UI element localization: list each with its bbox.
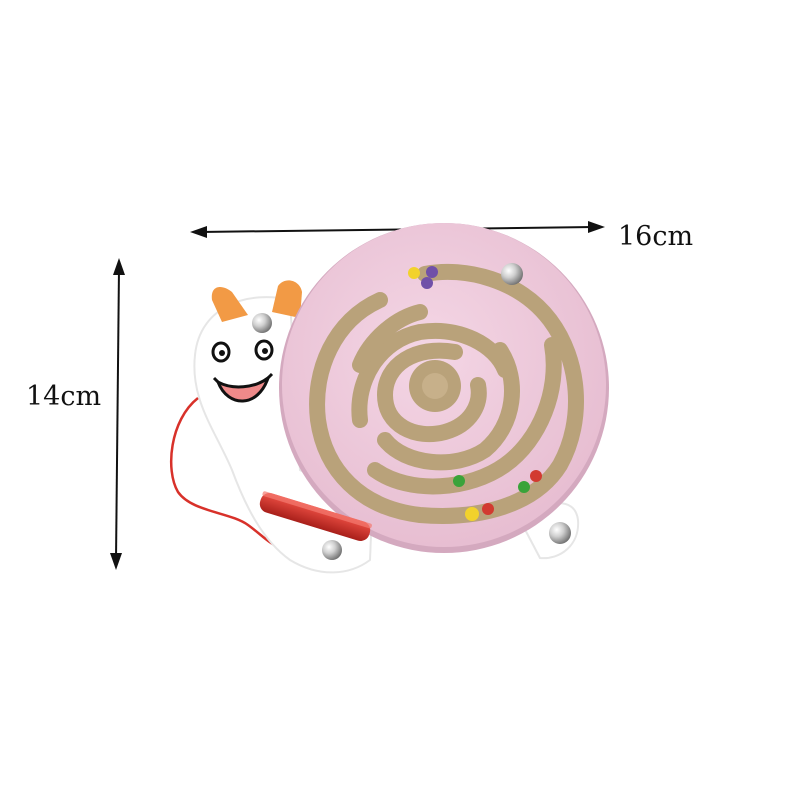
bead-green bbox=[518, 481, 530, 493]
bead-purple bbox=[421, 277, 433, 289]
snail-face bbox=[211, 339, 274, 403]
bead-green bbox=[453, 475, 465, 487]
width-dimension-label: 16cm bbox=[618, 221, 694, 252]
maze-beads bbox=[408, 266, 542, 521]
maze-board bbox=[279, 223, 609, 553]
bead-yellow bbox=[465, 507, 479, 521]
metal-stud bbox=[549, 522, 571, 544]
bead-red bbox=[482, 503, 494, 515]
metal-stud bbox=[252, 313, 272, 333]
metal-stud bbox=[322, 540, 342, 560]
snail-antennae bbox=[211, 280, 302, 322]
bead-purple bbox=[426, 266, 438, 278]
height-arrow-icon bbox=[110, 258, 125, 570]
width-arrow-icon bbox=[190, 221, 605, 238]
bead-red bbox=[530, 470, 542, 482]
bead-yellow bbox=[408, 267, 420, 279]
metal-stud bbox=[501, 263, 523, 285]
pen-string bbox=[169, 397, 283, 550]
height-dimension-label: 14cm bbox=[26, 381, 102, 412]
maze-grooves bbox=[309, 263, 584, 524]
metal-studs bbox=[252, 263, 571, 560]
magnetic-pen bbox=[259, 491, 372, 541]
